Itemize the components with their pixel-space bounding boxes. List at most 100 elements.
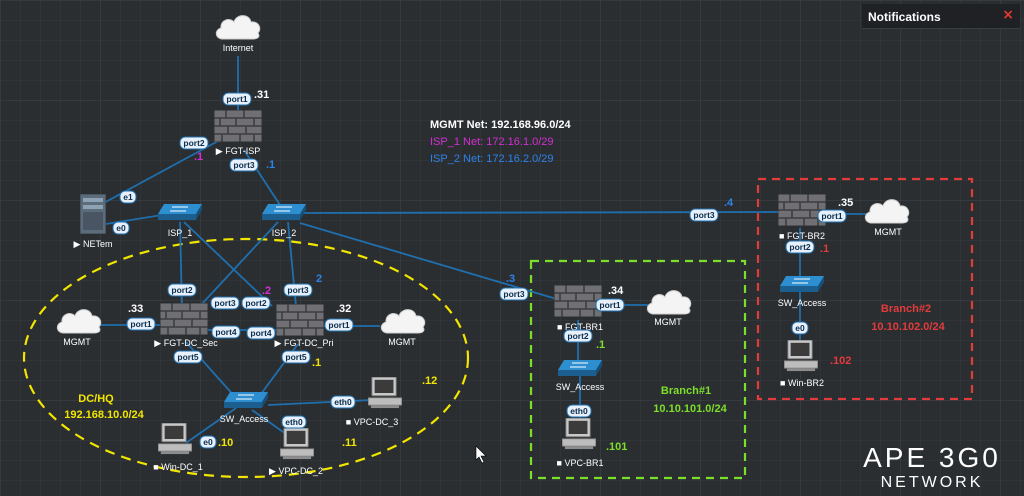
- port-pill-bg: [199, 435, 217, 449]
- port-label: e0: [116, 223, 126, 233]
- port-label: eth0: [334, 397, 352, 407]
- win-dc-1-label: ■ Win-DC_1: [153, 462, 202, 472]
- mgmt-net-label: MGMT Net: 192.168.96.0/24: [430, 119, 572, 131]
- fgt-dc-pri-firewall-icon[interactable]: [276, 304, 324, 336]
- port-label: port3: [693, 210, 715, 220]
- branch1-zone-name: Branch#1: [661, 385, 711, 397]
- ip-label: .31: [254, 89, 269, 101]
- fgt-isp-firewall-icon[interactable]: [214, 110, 262, 142]
- fgt-br2-label: ■ FGT-BR2: [779, 231, 825, 241]
- watermark-logo: APE 3G0 NETWORK: [863, 442, 1001, 491]
- port-label: port3: [233, 160, 255, 170]
- vpc-dc-3-label: ■ VPC-DC_3: [346, 417, 398, 427]
- port-label: port2: [183, 138, 205, 148]
- port-label: port2: [567, 331, 589, 341]
- port-pill-bg: [179, 136, 209, 150]
- ip-label: .4: [724, 197, 734, 209]
- netem-server-icon[interactable]: [80, 194, 106, 234]
- ip-label: .1: [194, 151, 203, 163]
- link-sw-vpc2: [251, 409, 287, 435]
- ip-label: .32: [336, 303, 351, 315]
- isp2-switch-icon[interactable]: [262, 204, 306, 220]
- ip-label: .2: [262, 285, 271, 297]
- ip-label: .10: [218, 437, 233, 449]
- port-pill-bg: [210, 296, 240, 310]
- port-pill-bg: [817, 209, 847, 223]
- netem-label: ▶ NETem: [74, 239, 113, 249]
- port-pill-bg: [563, 329, 593, 343]
- port-label: port4: [250, 328, 272, 338]
- port-label: port2: [245, 298, 267, 308]
- port-label: port1: [328, 320, 350, 330]
- port-pill-bg: [689, 208, 719, 222]
- port-pill-bg: [785, 240, 815, 254]
- branch2-zone-name: Branch#2: [881, 303, 931, 315]
- dc-zone-name: DC/HQ: [78, 393, 114, 405]
- fgt-dc-sec-firewall-icon[interactable]: [160, 303, 208, 335]
- mgmt-dc-pri-label: MGMT: [388, 337, 416, 347]
- ip-label: .35: [838, 197, 853, 209]
- fgt-br1-firewall-icon[interactable]: [554, 285, 602, 317]
- internet-label: Internet: [223, 43, 254, 53]
- ip-label: .102: [830, 355, 851, 367]
- port-label: eth0: [570, 406, 588, 416]
- link-isp2-fgt-dc-sec: [199, 221, 279, 307]
- port-label: e1: [123, 192, 133, 202]
- port-label: port1: [226, 94, 248, 104]
- port-label: eth0: [285, 417, 303, 427]
- sw-access-dc-switch-icon[interactable]: [224, 392, 268, 408]
- ip-label: .12: [422, 375, 437, 387]
- port-label: e0: [203, 437, 213, 447]
- isp1-switch-icon[interactable]: [158, 204, 202, 220]
- fgt-dc-sec-label: ▶ FGT-DC_Sec: [154, 338, 218, 348]
- sw-access-br2-label: SW_Access: [778, 298, 827, 308]
- port-pill-bg: [281, 415, 307, 429]
- vpc-dc-2-label: ▶ VPC-DC_2: [269, 466, 323, 476]
- port-pill-bg: [246, 326, 276, 340]
- port-pill-bg: [499, 287, 529, 301]
- port-label: e0: [795, 323, 805, 333]
- ip-label: .11: [342, 437, 357, 449]
- watermark-line2: NETWORK: [881, 474, 984, 491]
- mouse-cursor-icon: [475, 445, 487, 464]
- isp1-net-label: ISP_1 Net: 172.16.1.0/29: [430, 136, 554, 148]
- fgt-br1-label: ■ FGT-BR1: [557, 322, 603, 332]
- mgmt-br2-label: MGMT: [874, 227, 902, 237]
- ip-label: .1: [820, 243, 829, 255]
- port-label: port3: [287, 285, 309, 295]
- port-label: port2: [789, 242, 811, 252]
- port-label: port2: [171, 285, 193, 295]
- ip-label: .3: [506, 273, 515, 285]
- sw-access-br2-switch-icon[interactable]: [780, 276, 824, 292]
- ip-label: 2: [316, 273, 322, 285]
- port-label: port5: [177, 352, 199, 362]
- isp2-label: ISP_2: [272, 228, 297, 238]
- port-pill-bg: [126, 317, 156, 331]
- sw-access-dc-label: SW_Access: [220, 414, 269, 424]
- isp2-net-label: ISP_2 Net: 172.16.2.0/29: [430, 153, 554, 165]
- port-label: port3: [503, 289, 525, 299]
- sw-access-br1-switch-icon[interactable]: [558, 360, 602, 376]
- notifications-title: Notifications: [868, 10, 941, 24]
- watermark-line1: APE 3G0: [863, 442, 1001, 473]
- fgt-isp-label: ▶ FGT-ISP: [216, 146, 260, 156]
- port-pill-bg: [222, 92, 252, 106]
- port-pill-bg: [211, 325, 241, 339]
- fgt-dc-pri-label: ▶ FGT-DC_Pri: [275, 338, 334, 348]
- notifications-panel[interactable]: Notifications ×: [862, 4, 1020, 29]
- sw-access-br1-label: SW_Access: [556, 382, 605, 392]
- port-label: port1: [130, 319, 152, 329]
- port-pill-bg: [173, 350, 203, 364]
- port-pill-bg: [281, 350, 311, 364]
- link-isp2-fgt-br1: [299, 222, 561, 301]
- ip-label: .34: [608, 285, 624, 297]
- fgt-br2-firewall-icon[interactable]: [778, 194, 826, 226]
- mgmt-br1-label: MGMT: [654, 317, 682, 327]
- port-pill-bg: [119, 190, 137, 204]
- vpc-br1-label: ■ VPC-BR1: [557, 458, 604, 468]
- close-icon[interactable]: ×: [1002, 7, 1014, 23]
- link-isp1-fgt-dc-pri: [183, 221, 273, 307]
- port-pill-bg: [241, 296, 271, 310]
